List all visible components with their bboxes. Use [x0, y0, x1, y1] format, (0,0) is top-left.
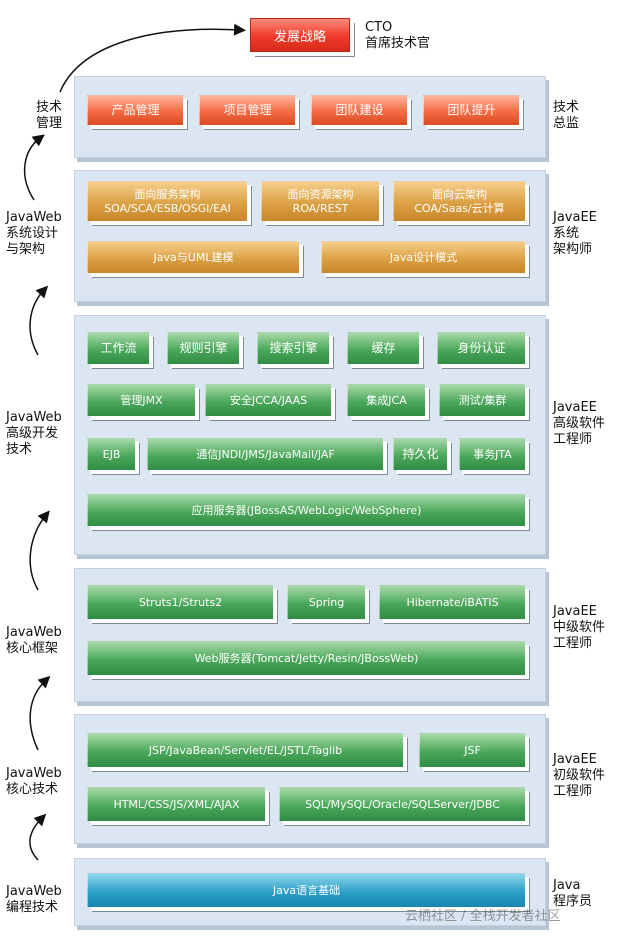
right-label-junior: JavaEE 初级软件 工程师	[553, 752, 605, 800]
right-label-line: JavaEE	[553, 400, 597, 415]
right-label-line: 工程师	[553, 432, 593, 447]
node-persistence: 持久化	[393, 438, 447, 470]
node-jca: 集成JCA	[347, 384, 425, 416]
node-hibernate: Hibernate/iBATIS	[379, 585, 525, 619]
strategy-box: 发展战略	[250, 18, 350, 52]
left-label-line: JavaWeb	[6, 884, 62, 899]
left-label-line: 核心技术	[6, 782, 59, 797]
right-label-line: 工程师	[553, 784, 593, 799]
right-label-line: 系统	[553, 226, 580, 241]
left-label-line: 高级开发	[6, 426, 59, 441]
right-label-intermediate: JavaEE 中级软件 工程师	[553, 604, 605, 652]
node-html: HTML/CSS/JS/XML/AJAX	[87, 787, 265, 821]
left-label-framework: JavaWeb 核心框架	[6, 625, 62, 657]
left-label-line: 系统设计	[6, 226, 59, 241]
right-label-line: 程序员	[553, 894, 593, 909]
node-spring: Spring	[287, 585, 365, 619]
node-soa: 面向服务架构 SOA/SCA/ESB/OSGI/EAI	[87, 181, 247, 221]
node-design-patterns: Java设计模式	[321, 241, 525, 273]
tier-advanced: 工作流 规则引擎 搜索引擎 缓存 身份认证 管理JMX 安全JCCA/JAAS …	[74, 315, 546, 555]
right-label-line: 工程师	[553, 636, 593, 651]
left-label-line: 技术	[6, 442, 33, 457]
node-jsf: JSF	[419, 733, 525, 767]
left-label-programming: JavaWeb 编程技术	[6, 884, 62, 916]
right-label-line: 中级软件	[553, 620, 606, 635]
node-roa-title: 面向资源架构	[287, 187, 354, 201]
right-label-line: JavaEE	[553, 210, 597, 225]
left-label-core-tech: JavaWeb 核心技术	[6, 766, 62, 798]
arrow-to-management	[23, 134, 45, 201]
right-label-senior: JavaEE 高级软件 工程师	[553, 400, 605, 448]
arrow-to-senior	[29, 510, 50, 591]
node-search-engine: 搜索引擎	[257, 332, 329, 364]
node-authentication: 身份认证	[437, 332, 525, 364]
node-cache: 缓存	[347, 332, 419, 364]
right-label-architect: JavaEE 系统 架构师	[553, 210, 597, 258]
left-label-line: 核心框架	[6, 641, 59, 656]
node-team-building: 团队建设	[311, 95, 407, 125]
left-label-line: 与架构	[6, 242, 46, 257]
right-label-line: 总监	[553, 116, 580, 131]
tier-framework: Struts1/Struts2 Spring Hibernate/iBATIS …	[74, 568, 546, 702]
tier-architecture: 面向服务架构 SOA/SCA/ESB/OSGI/EAI 面向资源架构 ROA/R…	[74, 170, 546, 302]
arrow-to-core	[29, 813, 47, 861]
node-workflow: 工作流	[87, 332, 149, 364]
left-label-line: 技术	[36, 100, 63, 115]
node-product-management: 产品管理	[87, 95, 183, 125]
node-jmx: 管理JMX	[87, 384, 195, 416]
node-ejb: EJB	[87, 438, 135, 470]
node-security: 安全JCCA/JAAS	[205, 384, 331, 416]
left-label-line: 管理	[36, 116, 63, 131]
cto-title: CTO	[365, 20, 393, 35]
right-label-programmer: Java 程序员	[553, 878, 592, 910]
right-label-line: 架构师	[553, 242, 593, 257]
node-coa: 面向云架构 COA/Saas/云计算	[393, 181, 525, 221]
cto-subtitle: 首席技术官	[365, 36, 431, 51]
right-label-line: JavaEE	[553, 604, 597, 619]
left-label-architecture: JavaWeb 系统设计 与架构	[6, 210, 62, 258]
left-label-line: JavaWeb	[6, 766, 62, 781]
node-roa-detail: ROA/REST	[292, 201, 349, 215]
right-label-director: 技术 总监	[553, 100, 579, 132]
node-team-improvement: 团队提升	[423, 95, 519, 125]
arrow-to-cto	[59, 23, 246, 93]
node-project-management: 项目管理	[199, 95, 295, 125]
node-struts: Struts1/Struts2	[87, 585, 273, 619]
node-uml-modeling: Java与UML建模	[87, 241, 299, 273]
tier-core-tech: JSP/JavaBean/Servlet/EL/JSTL/Taglib JSF …	[74, 714, 546, 844]
arrow-to-framework	[29, 675, 51, 751]
right-label-line: 高级软件	[553, 416, 606, 431]
left-label-line: JavaWeb	[6, 625, 62, 640]
node-jta: 事务JTA	[459, 438, 525, 470]
tier-management: 产品管理 项目管理 团队建设 团队提升	[74, 76, 546, 158]
right-label-line: JavaEE	[553, 752, 597, 767]
node-communication: 通信JNDI/JMS/JavaMail/JAF	[147, 438, 383, 470]
node-soa-detail: SOA/SCA/ESB/OSGI/EAI	[104, 201, 231, 215]
right-label-line: 技术	[553, 100, 580, 115]
node-coa-title: 面向云架构	[432, 187, 487, 201]
node-test-cluster: 测试/集群	[439, 384, 525, 416]
arrow-to-architect	[29, 285, 49, 356]
right-label-line: 初级软件	[553, 768, 606, 783]
right-label-line: Java	[553, 878, 581, 893]
left-label-line: 编程技术	[6, 900, 59, 915]
node-soa-title: 面向服务架构	[134, 187, 201, 201]
node-java-basics: Java语言基础	[87, 873, 525, 907]
left-label-advanced: JavaWeb 高级开发 技术	[6, 410, 62, 458]
node-web-server: Web服务器(Tomcat/Jetty/Resin/JBossWeb)	[87, 641, 525, 675]
node-jsp: JSP/JavaBean/Servlet/EL/JSTL/Taglib	[87, 733, 403, 767]
tier-programming: Java语言基础	[74, 858, 546, 926]
node-app-server: 应用服务器(JBossAS/WebLogic/WebSphere)	[87, 494, 525, 526]
node-roa: 面向资源架构 ROA/REST	[261, 181, 379, 221]
left-label-management: 技术 管理	[36, 100, 62, 132]
watermark: 云栖社区 / 全栈开发者社区	[405, 909, 561, 924]
cto-label: CTO 首席技术官	[365, 20, 430, 52]
left-label-line: JavaWeb	[6, 410, 62, 425]
node-rule-engine: 规则引擎	[167, 332, 239, 364]
left-label-line: JavaWeb	[6, 210, 62, 225]
node-sql: SQL/MySQL/Oracle/SQLServer/JDBC	[279, 787, 525, 821]
node-coa-detail: COA/Saas/云计算	[414, 201, 505, 215]
